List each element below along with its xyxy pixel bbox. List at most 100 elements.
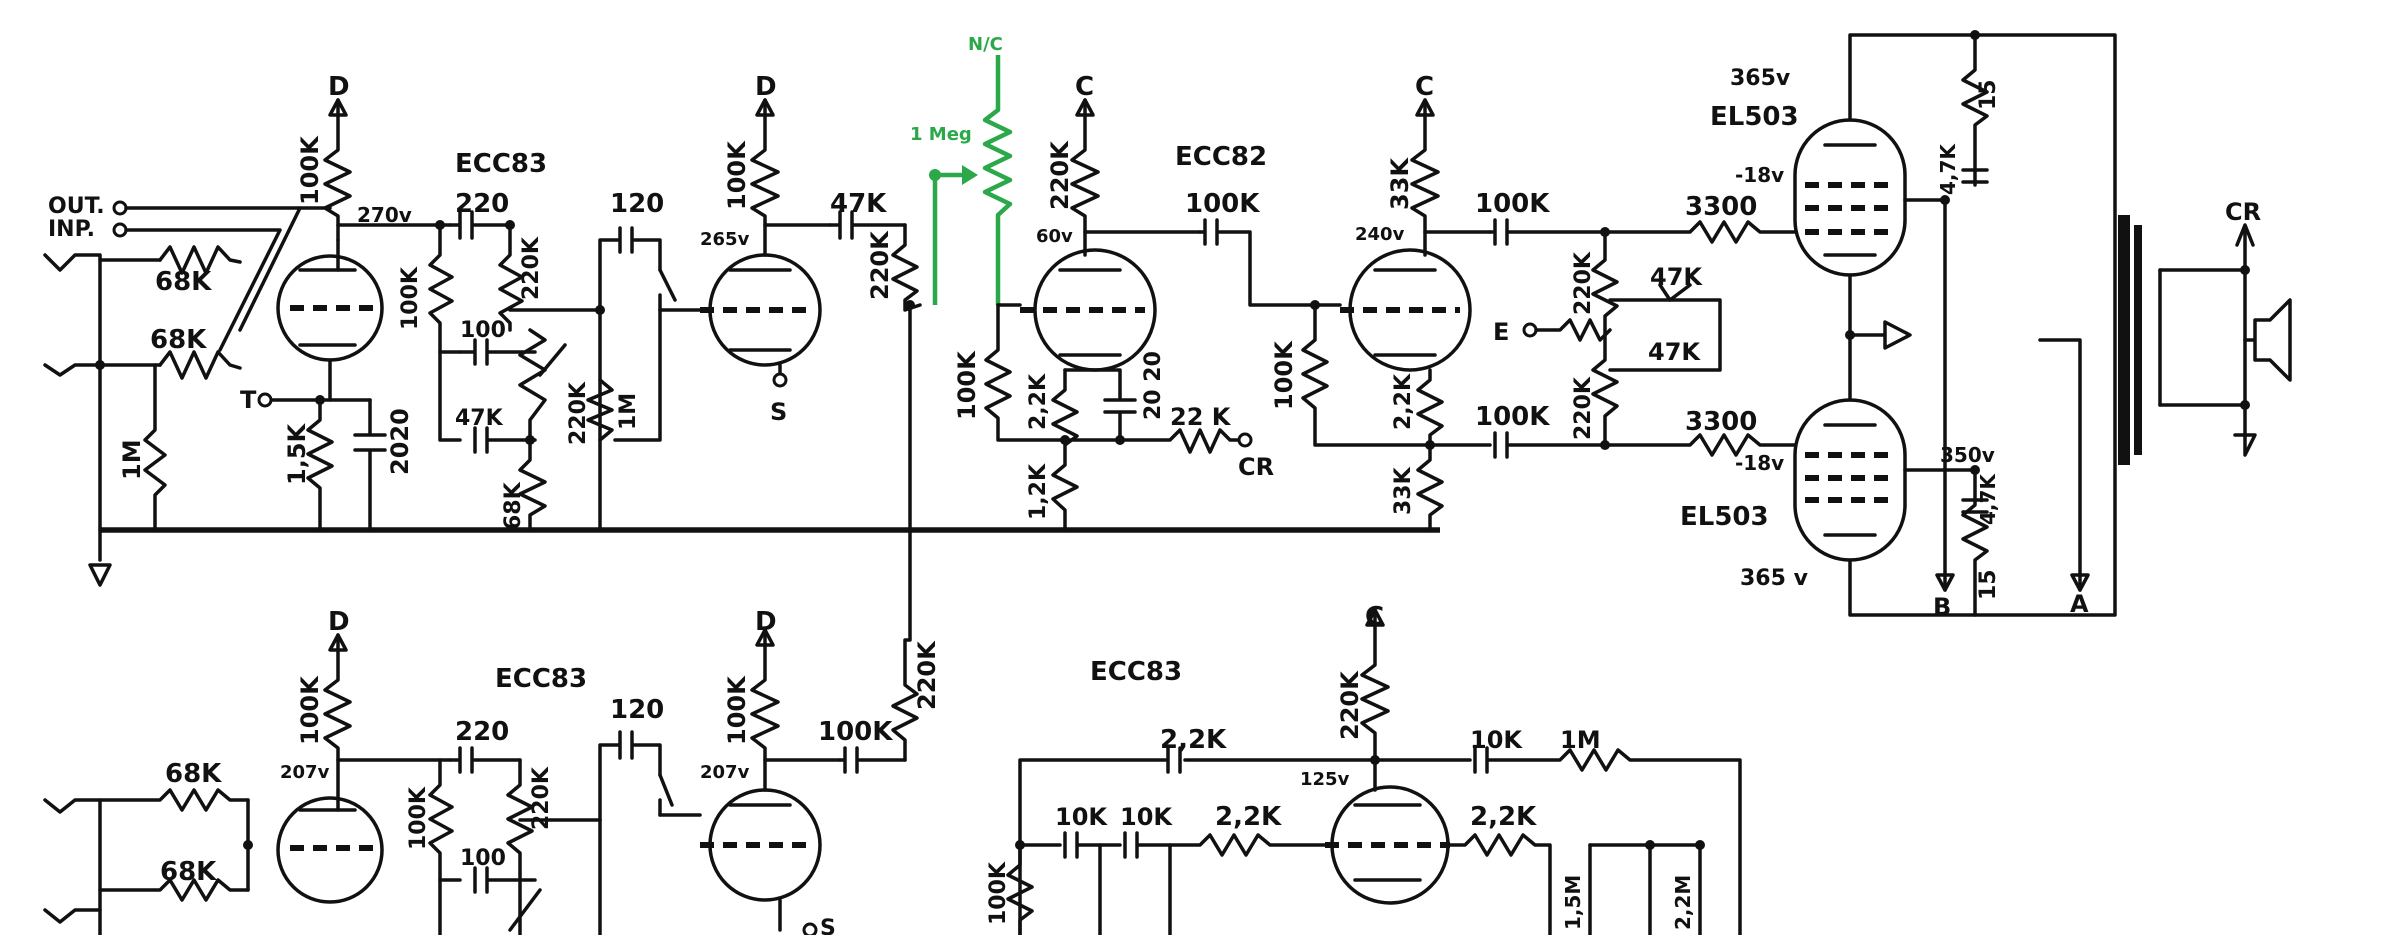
tube-v3b	[700, 788, 822, 935]
v1-voltage: 270v	[357, 203, 412, 227]
r-100k-pi-b: 100K	[1475, 402, 1550, 432]
r-10k-a: 10K	[1055, 803, 1108, 831]
r-100k-v3: 100K	[296, 675, 324, 745]
a-label: A	[2070, 590, 2089, 618]
c-2020-a: 2020	[386, 408, 414, 475]
v3-wiring	[43, 633, 702, 935]
v4-wiring	[1006, 608, 1742, 935]
c-120-b: 120	[610, 695, 664, 725]
c-100-b: 100	[460, 846, 506, 871]
pwr-bottom-voltage: 365 v	[1740, 566, 1809, 591]
out-label: OUT.	[48, 194, 105, 219]
r-22k-pi: 2,2K	[1391, 373, 1416, 430]
bias-network	[1522, 220, 1797, 457]
r-22k-v4a: 2,2K	[1160, 725, 1227, 755]
bias-bottom-voltage: -18v	[1735, 451, 1784, 475]
tube-power-bottom-label: EL503	[1680, 502, 1769, 532]
mod-1meg-pot	[905, 55, 1013, 310]
r-2m2: 2,2M	[1671, 875, 1695, 930]
pwr-plate-voltage: 350v	[1940, 443, 1995, 467]
r-68k-b: 68K	[150, 325, 207, 355]
tube-v1-label: ECC83	[455, 149, 547, 179]
tube-v1	[276, 254, 384, 362]
v3-voltage: 207v	[280, 762, 330, 783]
r-15k: 1,5K	[283, 422, 311, 485]
r-220k-tone-b: 220K	[566, 381, 591, 445]
d-label-a: D	[328, 72, 350, 102]
v1b-plate-wiring	[750, 98, 922, 312]
r-220k-v4: 220K	[1336, 670, 1364, 740]
e-label: E	[1493, 318, 1509, 346]
r-100k-v3b-coupling: 100K	[818, 717, 893, 747]
c-120-a: 120	[610, 189, 664, 219]
tube-v2b	[1340, 248, 1472, 372]
r-15-top: 15	[1976, 79, 2001, 110]
c-label-c: C	[1365, 602, 1384, 632]
v2b-voltage: 240v	[1355, 224, 1405, 245]
mod-pot-label: 1 Meg	[910, 124, 972, 145]
output-stage-wiring	[1845, 30, 2117, 617]
r-220k-tone-c: 220K	[529, 766, 554, 830]
b-label: B	[1933, 593, 1951, 621]
r-100k-v1b: 100K	[723, 140, 751, 210]
r-15-bottom: 15	[1976, 569, 2001, 600]
r-12k: 1,2K	[1026, 463, 1051, 520]
pwr-top-voltage: 365v	[1730, 66, 1791, 91]
r-220k-bias-a: 220K	[1571, 251, 1596, 315]
r-22k-v4c: 2,2K	[1470, 802, 1537, 832]
tube-power-bottom	[1793, 398, 1907, 562]
r-22k-cr: 22 K	[1170, 403, 1232, 431]
s-label-a: S	[770, 398, 787, 426]
r-100k-v2-plate: 100K	[1185, 189, 1260, 219]
v2b-wiring	[1301, 98, 1607, 532]
r-47k-bias-b: 47K	[1648, 338, 1701, 366]
input-jacks	[43, 245, 242, 532]
r-1m-a: 1M	[118, 439, 146, 480]
r-47k-coupling: 47K	[830, 189, 887, 219]
tube-v4	[1325, 785, 1450, 905]
r-47k-bottom: 4,7K	[1976, 473, 2000, 525]
r-100k-v1a: 100K	[296, 135, 324, 205]
output-transformer	[2118, 215, 2292, 465]
r-68k-a: 68K	[155, 267, 212, 297]
cr-label-b: CR	[2225, 198, 2261, 226]
tube-power-top	[1793, 118, 1907, 277]
bright-cap-switch-a	[586, 226, 702, 532]
r-33k-v2b-plate: 33K	[1386, 157, 1414, 210]
v3b-voltage: 207v	[700, 762, 750, 783]
r-100k-tone-c: 100K	[406, 786, 431, 850]
r-100k-v4: 100K	[986, 861, 1011, 925]
r-3300-a: 3300	[1685, 192, 1757, 222]
r-220k-coupling: 220K	[866, 230, 894, 300]
pot-1m-a: 1M	[616, 393, 641, 430]
r-100k-v3b: 100K	[723, 675, 751, 745]
tube-v1b	[700, 253, 822, 388]
r-220k-bias-b: 220K	[1571, 376, 1596, 440]
tube-v2	[1020, 248, 1157, 372]
r-10k-c: 10K	[1470, 726, 1523, 754]
r-47k-top: 4,7K	[1936, 143, 1960, 195]
r-220k-v2: 220K	[1046, 140, 1074, 210]
tube-v3	[276, 796, 384, 904]
v4-voltage: 125v	[1300, 769, 1350, 790]
r-220k-tone-a: 220K	[519, 236, 544, 300]
t-label: T	[240, 386, 257, 414]
v2-wiring	[984, 98, 1317, 532]
r-68k-tone: 68K	[501, 481, 526, 530]
c-label-b: C	[1415, 72, 1434, 102]
c-220-b: 220	[455, 717, 509, 747]
r-100k-v2-grid: 100K	[953, 350, 981, 420]
v3b-wiring	[750, 303, 919, 792]
cr-label-a: CR	[1238, 453, 1274, 481]
io-terminals	[112, 200, 332, 352]
s-label-b: S	[820, 916, 836, 935]
r-220k-v3b: 220K	[913, 640, 941, 710]
r-100k-pi-grid: 100K	[1270, 340, 1298, 410]
r-15m: 1,5M	[1561, 875, 1585, 930]
r-33k-pi-tail: 33K	[1391, 466, 1416, 515]
r-3300-b: 3300	[1685, 407, 1757, 437]
c-220-a: 220	[455, 189, 509, 219]
r-47k-tone-a: 47K	[455, 406, 504, 431]
r-1m-v4: 1M	[1560, 726, 1601, 754]
d-label-c: D	[328, 607, 350, 637]
